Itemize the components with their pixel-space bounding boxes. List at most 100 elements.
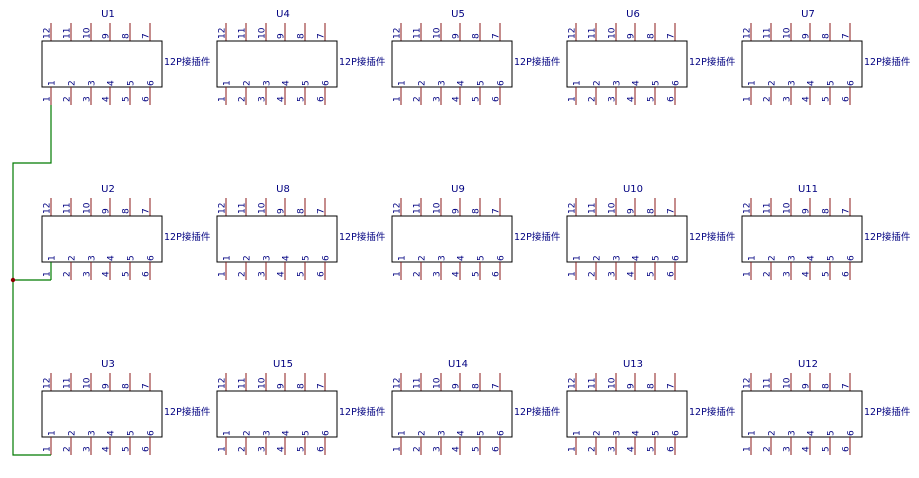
component-body[interactable] xyxy=(216,40,338,88)
pin-11-number-outer: 11 xyxy=(588,28,598,39)
pin-8-number-outer: 8 xyxy=(647,33,657,39)
pin-1-name-inner: 1 xyxy=(48,255,58,261)
pin-8-number-outer: 8 xyxy=(297,208,307,214)
pin-5-name-inner: 5 xyxy=(302,80,312,86)
pin-6-name-inner: 6 xyxy=(322,255,332,261)
component-body[interactable] xyxy=(566,40,688,88)
pin-1-number-outer: 1 xyxy=(43,446,53,452)
pin-6-name-inner: 6 xyxy=(147,80,157,86)
pin-9-number-outer: 9 xyxy=(802,33,812,39)
component-u4[interactable]: U412121111101099887711223344556612P接插件 xyxy=(216,9,386,105)
pin-9-number-outer: 9 xyxy=(627,383,637,389)
pin-4-number-outer: 4 xyxy=(102,271,112,277)
pin-10-number-outer: 10 xyxy=(433,377,443,389)
component-body[interactable] xyxy=(741,40,863,88)
pin-3-name-inner: 3 xyxy=(88,80,98,86)
component-body[interactable] xyxy=(566,215,688,263)
pin-3-number-outer: 3 xyxy=(783,96,793,102)
component-u15[interactable]: U1512121111101099887711223344556612P接插件 xyxy=(216,359,386,455)
pin-5-number-outer: 5 xyxy=(297,271,307,277)
junction-dot[interactable] xyxy=(10,277,16,283)
pin-5-number-outer: 5 xyxy=(297,96,307,102)
pin-11-number-outer: 11 xyxy=(413,28,423,39)
pin-5-number-outer: 5 xyxy=(297,446,307,452)
pin-5-number-outer: 5 xyxy=(822,271,832,277)
pin-9-number-outer: 9 xyxy=(102,383,112,389)
component-u3[interactable]: U312121111101099887711223344556612P接插件 xyxy=(41,359,211,455)
pin-5-name-inner: 5 xyxy=(127,430,137,436)
component-u2[interactable]: U212121111101099887711223344556612P接插件 xyxy=(41,184,211,280)
component-body[interactable] xyxy=(741,215,863,263)
component-u9[interactable]: U912121111101099887711223344556612P接插件 xyxy=(391,184,561,280)
pin-6-name-inner: 6 xyxy=(147,430,157,436)
component-u1[interactable]: U112121111101099887711223344556612P接插件 xyxy=(41,9,211,105)
component-u5[interactable]: U512121111101099887711223344556612P接插件 xyxy=(391,9,561,105)
component-reference: U2 xyxy=(101,184,115,195)
pin-2-name-inner: 2 xyxy=(418,80,428,86)
pin-2-number-outer: 2 xyxy=(588,446,598,452)
component-value: 12P接插件 xyxy=(514,231,561,243)
component-body[interactable] xyxy=(391,390,513,438)
pin-3-number-outer: 3 xyxy=(433,271,443,277)
component-value: 12P接插件 xyxy=(864,406,911,418)
component-body[interactable] xyxy=(216,215,338,263)
pin-10-number-outer: 10 xyxy=(258,27,268,39)
component-body[interactable] xyxy=(391,40,513,88)
pin-5-number-outer: 5 xyxy=(472,446,482,452)
pin-11-number-outer: 11 xyxy=(588,203,598,214)
pin-3-name-inner: 3 xyxy=(613,430,623,436)
pin-4-name-inner: 4 xyxy=(632,255,642,261)
pin-3-name-inner: 3 xyxy=(613,255,623,261)
pin-5-number-outer: 5 xyxy=(647,96,657,102)
pin-9-number-outer: 9 xyxy=(802,383,812,389)
pin-8-number-outer: 8 xyxy=(122,383,132,389)
pin-9-number-outer: 9 xyxy=(277,383,287,389)
component-reference: U9 xyxy=(451,184,465,195)
pin-9-number-outer: 9 xyxy=(452,33,462,39)
pin-5-number-outer: 5 xyxy=(472,96,482,102)
pin-11-number-outer: 11 xyxy=(238,378,248,389)
component-body[interactable] xyxy=(216,390,338,438)
component-u6[interactable]: U612121111101099887711223344556612P接插件 xyxy=(566,9,736,105)
pin-12-number-outer: 12 xyxy=(568,28,578,39)
pin-3-number-outer: 3 xyxy=(783,446,793,452)
component-body[interactable] xyxy=(41,215,163,263)
pin-1-name-inner: 1 xyxy=(573,255,583,261)
component-u14[interactable]: U1412121111101099887711223344556612P接插件 xyxy=(391,359,561,455)
pin-4-name-inner: 4 xyxy=(807,80,817,86)
component-u13[interactable]: U1312121111101099887711223344556612P接插件 xyxy=(566,359,736,455)
pin-12-number-outer: 12 xyxy=(43,28,53,39)
component-u7[interactable]: U712121111101099887711223344556612P接插件 xyxy=(741,9,911,105)
component-value: 12P接插件 xyxy=(689,56,736,68)
component-body[interactable] xyxy=(41,40,163,88)
pin-4-number-outer: 4 xyxy=(277,271,287,277)
component-body[interactable] xyxy=(741,390,863,438)
pin-4-number-outer: 4 xyxy=(102,96,112,102)
pin-9-number-outer: 9 xyxy=(102,208,112,214)
pin-2-name-inner: 2 xyxy=(593,80,603,86)
pin-1-name-inner: 1 xyxy=(48,430,58,436)
pin-11-number-outer: 11 xyxy=(763,203,773,214)
pin-2-name-inner: 2 xyxy=(418,255,428,261)
pin-2-number-outer: 2 xyxy=(238,271,248,277)
pin-5-name-inner: 5 xyxy=(827,255,837,261)
component-u8[interactable]: U812121111101099887711223344556612P接插件 xyxy=(216,184,386,280)
pin-2-number-outer: 2 xyxy=(588,271,598,277)
net-wire-main[interactable] xyxy=(12,105,52,456)
pin-6-name-inner: 6 xyxy=(322,80,332,86)
component-body[interactable] xyxy=(391,215,513,263)
pin-3-name-inner: 3 xyxy=(438,255,448,261)
pin-12-number-outer: 12 xyxy=(393,378,403,389)
component-u12[interactable]: U1212121111101099887711223344556612P接插件 xyxy=(741,359,911,455)
pin-3-name-inner: 3 xyxy=(788,80,798,86)
component-u11[interactable]: U1112121111101099887711223344556612P接插件 xyxy=(741,184,911,280)
component-u10[interactable]: U1012121111101099887711223344556612P接插件 xyxy=(566,184,736,280)
component-reference: U1 xyxy=(101,9,115,20)
component-body[interactable] xyxy=(41,390,163,438)
component-body[interactable] xyxy=(566,390,688,438)
pin-1-name-inner: 1 xyxy=(748,430,758,436)
pin-5-number-outer: 5 xyxy=(647,271,657,277)
pin-11-number-outer: 11 xyxy=(63,378,73,389)
component-reference: U11 xyxy=(798,184,818,195)
pin-2-number-outer: 2 xyxy=(763,96,773,102)
